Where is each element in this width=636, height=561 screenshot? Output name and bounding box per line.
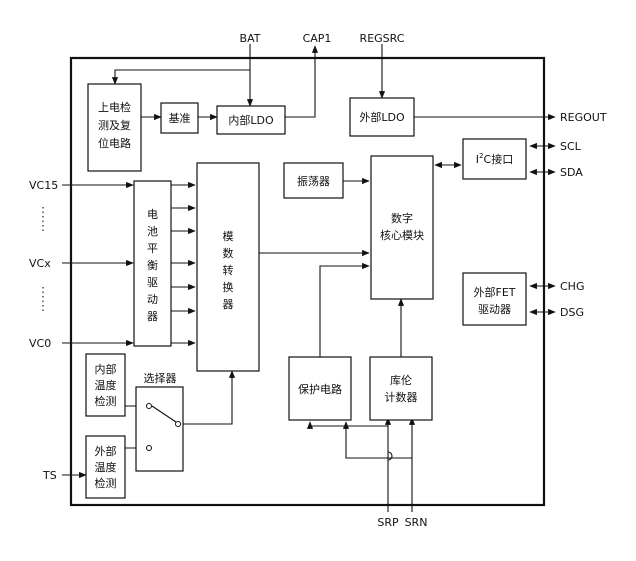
balance-char-7: 器 — [147, 310, 158, 323]
oscillator-block: 振荡器 — [283, 162, 344, 199]
internal-temp-line3: 检测 — [95, 394, 117, 408]
digital-core-block: 数字 核心模块 — [370, 155, 434, 300]
fet-driver-line1: 外部FET — [474, 285, 516, 299]
i2c-block: I2C接口 — [462, 138, 527, 180]
protection-label: 保护电路 — [298, 382, 342, 396]
adc-char-3: 转 — [223, 263, 234, 277]
internal-temp-block: 内部 温度 检测 — [85, 353, 126, 417]
adc-char-1: 模 — [223, 230, 234, 243]
pin-ts: TS — [42, 469, 57, 482]
balance-char-3: 平 — [147, 242, 158, 255]
coulomb-line1: 库伦 — [390, 373, 412, 387]
external-ldo-block: 外部LDO — [349, 97, 415, 137]
coulomb-counter-block: 库伦 计数器 — [369, 356, 433, 421]
pin-scl: SCL — [560, 140, 582, 153]
pin-regout: REGOUT — [560, 111, 607, 124]
pin-vcx: VCx — [29, 257, 51, 270]
selector-block: 选择器 — [135, 371, 184, 472]
external-temp-block: 外部 温度 检测 — [85, 435, 126, 499]
fet-driver-block: 外部FET 驱动器 — [462, 272, 527, 326]
pin-srp: SRP — [377, 516, 399, 529]
oscillator-label: 振荡器 — [297, 174, 330, 188]
pin-bat: BAT — [240, 32, 261, 45]
pin-chg: CHG — [560, 280, 584, 293]
i2c-label-rest: C接口 — [484, 153, 514, 166]
balance-char-6: 动 — [147, 293, 158, 306]
chip-outline — [69, 56, 546, 507]
selector-label: 选择器 — [144, 371, 177, 385]
por-label-line3: 位电路 — [98, 136, 131, 150]
por-label-line2: 测及复 — [98, 118, 131, 132]
balance-char-5: 驱 — [147, 276, 158, 289]
wiring — [42, 44, 556, 512]
external-temp-line2: 温度 — [95, 460, 117, 474]
por-label-line1: 上电检 — [98, 100, 131, 114]
pin-dsg: DSG — [560, 306, 584, 319]
internal-temp-line2: 温度 — [95, 378, 117, 392]
i2c-superscript: 2 — [479, 152, 483, 160]
selector-contact-top — [146, 403, 152, 409]
balance-driver-block: 电 池 平 衡 驱 动 器 — [133, 180, 172, 347]
coulomb-line2: 计数器 — [385, 391, 418, 404]
balance-char-4: 衡 — [147, 259, 158, 272]
pin-sda: SDA — [560, 166, 583, 179]
external-temp-line3: 检测 — [95, 476, 117, 490]
internal-ldo-label: 内部LDO — [228, 113, 274, 127]
external-ldo-label: 外部LDO — [359, 110, 405, 124]
por-block: 上电检 测及复 位电路 — [87, 83, 142, 172]
internal-ldo-block: 内部LDO — [216, 105, 286, 135]
i2c-label: I2C接口 — [476, 152, 513, 166]
pin-cap1: CAP1 — [303, 32, 332, 45]
balance-char-1: 电 — [147, 208, 158, 221]
digital-core-label-line2: 核心模块 — [380, 228, 424, 242]
adc-char-2: 数 — [223, 247, 234, 260]
selector-contact-bottom — [146, 445, 152, 451]
fet-driver-line2: 驱动器 — [478, 303, 511, 316]
protection-block: 保护电路 — [288, 356, 352, 421]
internal-temp-line1: 内部 — [95, 362, 117, 376]
adc-char-5: 器 — [223, 298, 234, 311]
reference-label: 基准 — [169, 112, 191, 125]
digital-core-label-line1: 数字 — [391, 211, 413, 225]
pin-labels: BAT CAP1 REGSRC REGOUT SCL SDA VC15 VCx … — [29, 32, 607, 529]
pin-vc0: VC0 — [29, 337, 51, 350]
pin-srn: SRN — [405, 516, 428, 529]
external-temp-line1: 外部 — [95, 444, 117, 458]
selector-switch-arm — [151, 405, 177, 423]
selector-pivot — [175, 421, 181, 427]
adc-block: 模 数 转 换 器 — [196, 162, 260, 372]
reference-block: 基准 — [160, 102, 199, 134]
balance-char-2: 池 — [147, 225, 158, 238]
pin-vc15: VC15 — [29, 179, 58, 192]
adc-char-4: 换 — [223, 280, 234, 294]
pin-regsrc: REGSRC — [360, 32, 405, 45]
